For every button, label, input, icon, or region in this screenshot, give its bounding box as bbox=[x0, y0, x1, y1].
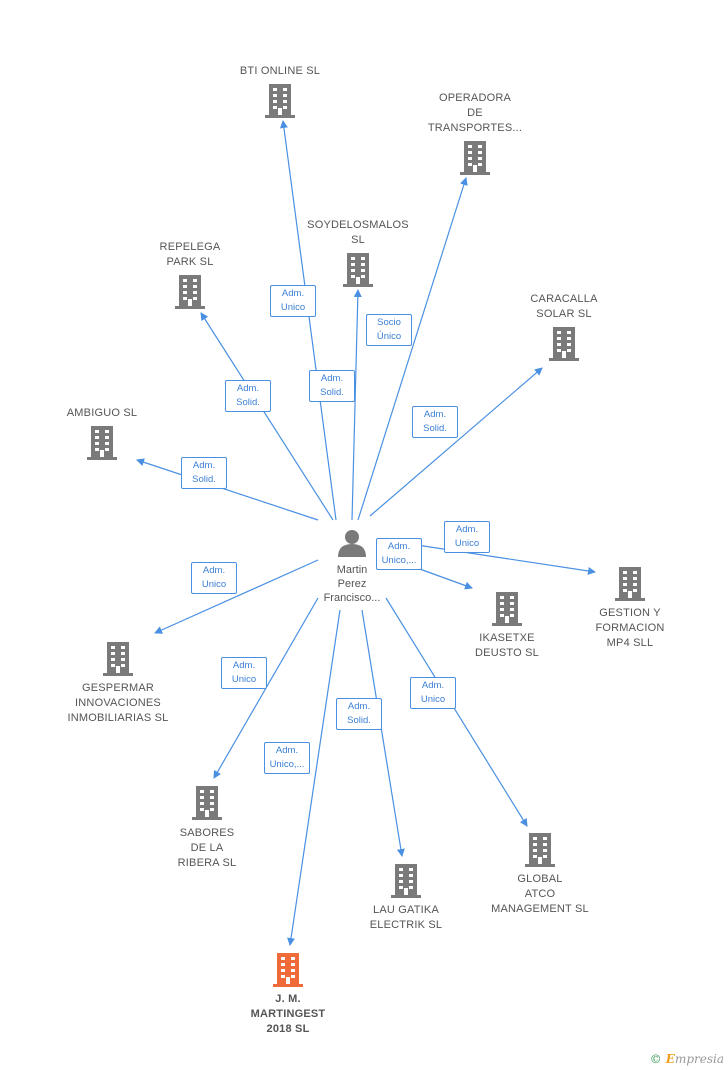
relation-badge-global: Adm. Unico bbox=[410, 677, 456, 709]
relation-badge-operadora: Socio Único bbox=[366, 314, 412, 346]
company-name-bti[interactable]: BTI ONLINE SL bbox=[239, 65, 321, 77]
relation-badge-gespermar: Adm. Unico bbox=[191, 562, 237, 594]
brand-watermark: ©Empresia bbox=[650, 1052, 724, 1066]
edge-soydelos bbox=[351, 289, 362, 521]
edge-global bbox=[385, 597, 528, 827]
building-icon[interactable] bbox=[103, 642, 133, 676]
edge-bti bbox=[279, 120, 337, 521]
relation-badge-bti: Adm. Unico bbox=[270, 285, 316, 317]
company-name-global[interactable]: GLOBAL ATCO MANAGEMENT SL bbox=[491, 873, 589, 915]
edge-lau bbox=[361, 609, 405, 857]
building-icon[interactable] bbox=[391, 864, 421, 898]
company-name-operadora[interactable]: OPERADORA DE TRANSPORTES... bbox=[427, 92, 523, 134]
building-icon[interactable] bbox=[192, 786, 222, 820]
building-icon[interactable] bbox=[343, 253, 373, 287]
copyright-icon: © bbox=[649, 1052, 662, 1066]
building-icon[interactable] bbox=[460, 141, 490, 175]
relation-badge-gestion: Adm. Unico bbox=[444, 521, 490, 553]
company-name-sabores[interactable]: SABORES DE LA RIBERA SL bbox=[177, 827, 237, 869]
edge-martingest bbox=[287, 609, 341, 946]
relation-badge-ikasetxe: Adm. Unico,... bbox=[376, 538, 422, 570]
company-name-lau[interactable]: LAU GATIKA ELECTRIK SL bbox=[369, 904, 443, 931]
company-name-repelega[interactable]: REPELEGA PARK SL bbox=[159, 241, 221, 268]
brand-initial: E bbox=[665, 1052, 675, 1066]
company-name-soydelos[interactable]: SOYDELOSMALOS SL bbox=[307, 219, 409, 246]
relation-badge-lau: Adm. Solid. bbox=[336, 698, 382, 730]
edge-ambiguo bbox=[136, 458, 319, 521]
edge-repelega bbox=[200, 312, 334, 521]
building-icon[interactable] bbox=[492, 592, 522, 626]
relation-badge-sabores: Adm. Unico bbox=[221, 657, 267, 689]
relation-badge-repelega: Adm. Solid. bbox=[225, 380, 271, 412]
building-icon[interactable] bbox=[525, 833, 555, 867]
edge-gespermar bbox=[154, 559, 319, 634]
company-name-ikasetxe[interactable]: IKASETXE DEUSTO SL bbox=[475, 632, 539, 659]
brand-name: mpresia bbox=[674, 1052, 724, 1066]
edge-caracalla bbox=[369, 367, 543, 517]
company-name-martingest[interactable]: J. M. MARTINGEST 2018 SL bbox=[250, 993, 326, 1035]
company-name-gestion[interactable]: GESTION Y FORMACION MP4 SLL bbox=[595, 607, 665, 649]
person-name[interactable]: Martin Perez Francisco... bbox=[323, 564, 381, 604]
relation-badge-soydelos: Adm. Solid. bbox=[309, 370, 355, 402]
person-icon[interactable] bbox=[338, 530, 366, 557]
building-icon[interactable] bbox=[87, 426, 117, 460]
building-icon[interactable] bbox=[273, 953, 303, 987]
edge-operadora bbox=[357, 177, 468, 521]
building-icon[interactable] bbox=[549, 327, 579, 361]
company-name-caracalla[interactable]: CARACALLA SOLAR SL bbox=[530, 293, 598, 320]
company-name-ambiguo[interactable]: AMBIGUO SL bbox=[66, 407, 138, 419]
relation-badge-caracalla: Adm. Solid. bbox=[412, 406, 458, 438]
building-icon[interactable] bbox=[175, 275, 205, 309]
relation-badge-martingest: Adm. Unico,... bbox=[264, 742, 310, 774]
building-icon[interactable] bbox=[265, 84, 295, 118]
building-icon[interactable] bbox=[615, 567, 645, 601]
relation-badge-ambiguo: Adm. Solid. bbox=[181, 457, 227, 489]
company-name-gespermar[interactable]: GESPERMAR INNOVACIONES INMOBILIARIAS SL bbox=[67, 682, 169, 724]
